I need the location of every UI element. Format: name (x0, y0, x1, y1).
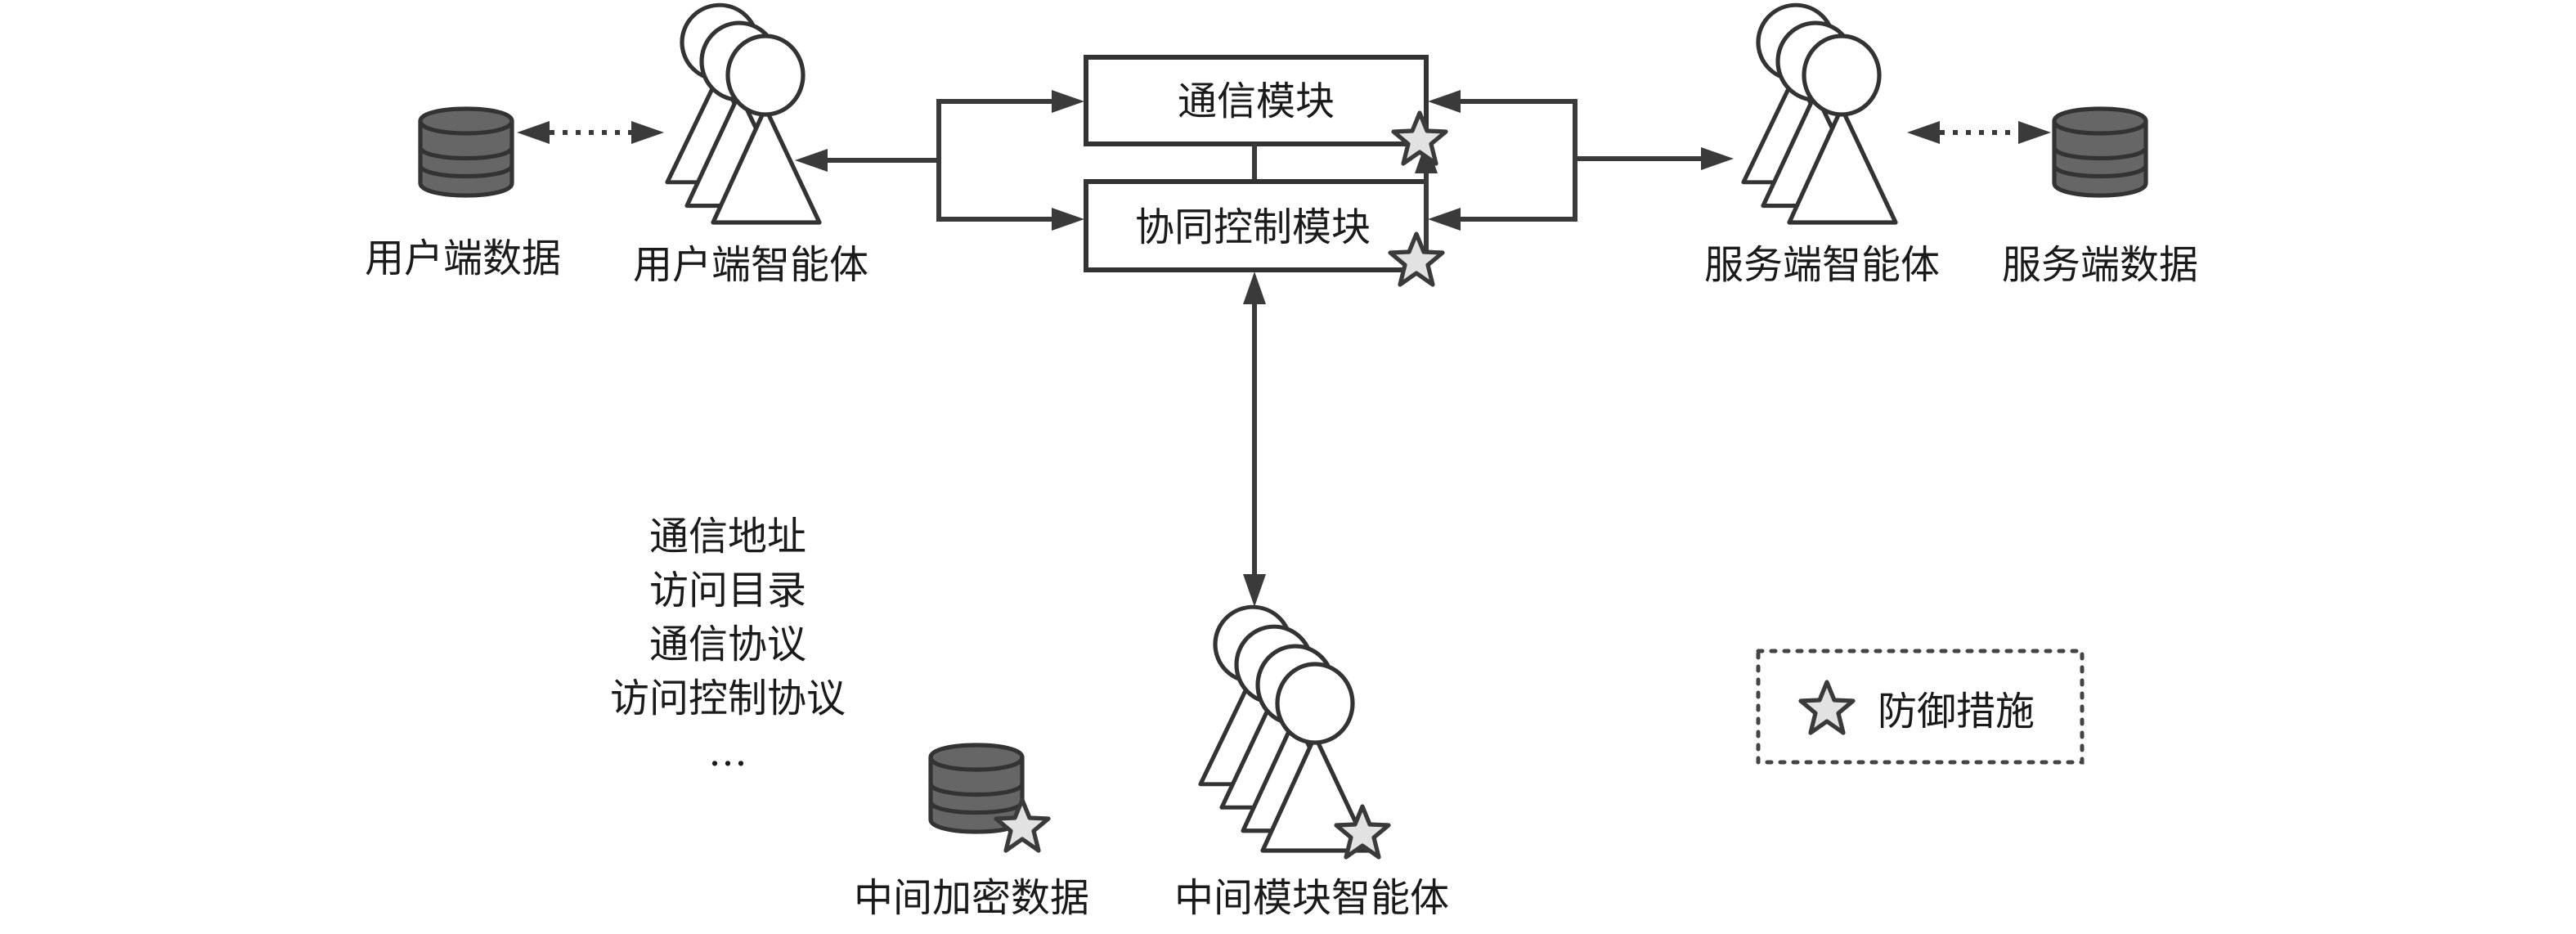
legend: 防御措施 (1756, 649, 2085, 765)
legend-star-icon (1801, 682, 1853, 733)
arrow-to-control-module (1052, 208, 1084, 231)
info-list: 通信地址 访问目录 通信协议 访问控制协议 … (610, 514, 846, 775)
info-list-item: 访问控制协议 (610, 676, 846, 721)
user-data-link (517, 121, 664, 144)
server-data-database-icon (2054, 109, 2146, 195)
user-agent-label: 用户端智能体 (633, 242, 868, 288)
user-agent-icon (667, 5, 819, 222)
user-agent-connector (795, 90, 1084, 231)
middle-agent-label: 中间模块智能体 (1174, 875, 1449, 921)
server-agent-icon (1744, 5, 1896, 222)
legend-label: 防御措施 (1878, 689, 2035, 734)
info-list-item: 通信地址 (649, 514, 806, 559)
info-list-item: 通信协议 (649, 622, 806, 667)
communication-module: 通信模块 (1084, 55, 1429, 146)
server-agent-label: 服务端智能体 (1704, 242, 1940, 288)
user-data-label: 用户端数据 (365, 236, 561, 281)
info-list-item: 访问目录 (649, 568, 806, 613)
arrow-to-comm-module (1052, 90, 1084, 113)
middle-agent-icon (1200, 607, 1369, 851)
server-data-label: 服务端数据 (2002, 242, 2198, 288)
server-agent-connector (1428, 90, 1734, 231)
user-data-database-icon (420, 109, 512, 195)
middle-data-label: 中间加密数据 (854, 875, 1089, 921)
arrow-to-user-agent (795, 149, 828, 172)
arrow-to-server-agent (1701, 147, 1734, 170)
collaborative-control-module-label: 协同控制模块 (1135, 204, 1371, 250)
arrow-into-comm-module (1428, 90, 1461, 113)
control-to-middle-agent-arrow (1243, 272, 1266, 607)
info-list-ellipsis: … (708, 730, 747, 775)
server-data-link (1907, 121, 2051, 144)
collaborative-control-module: 协同控制模块 (1084, 179, 1429, 272)
communication-module-label: 通信模块 (1178, 79, 1335, 124)
arrow-into-control-module (1428, 208, 1461, 231)
